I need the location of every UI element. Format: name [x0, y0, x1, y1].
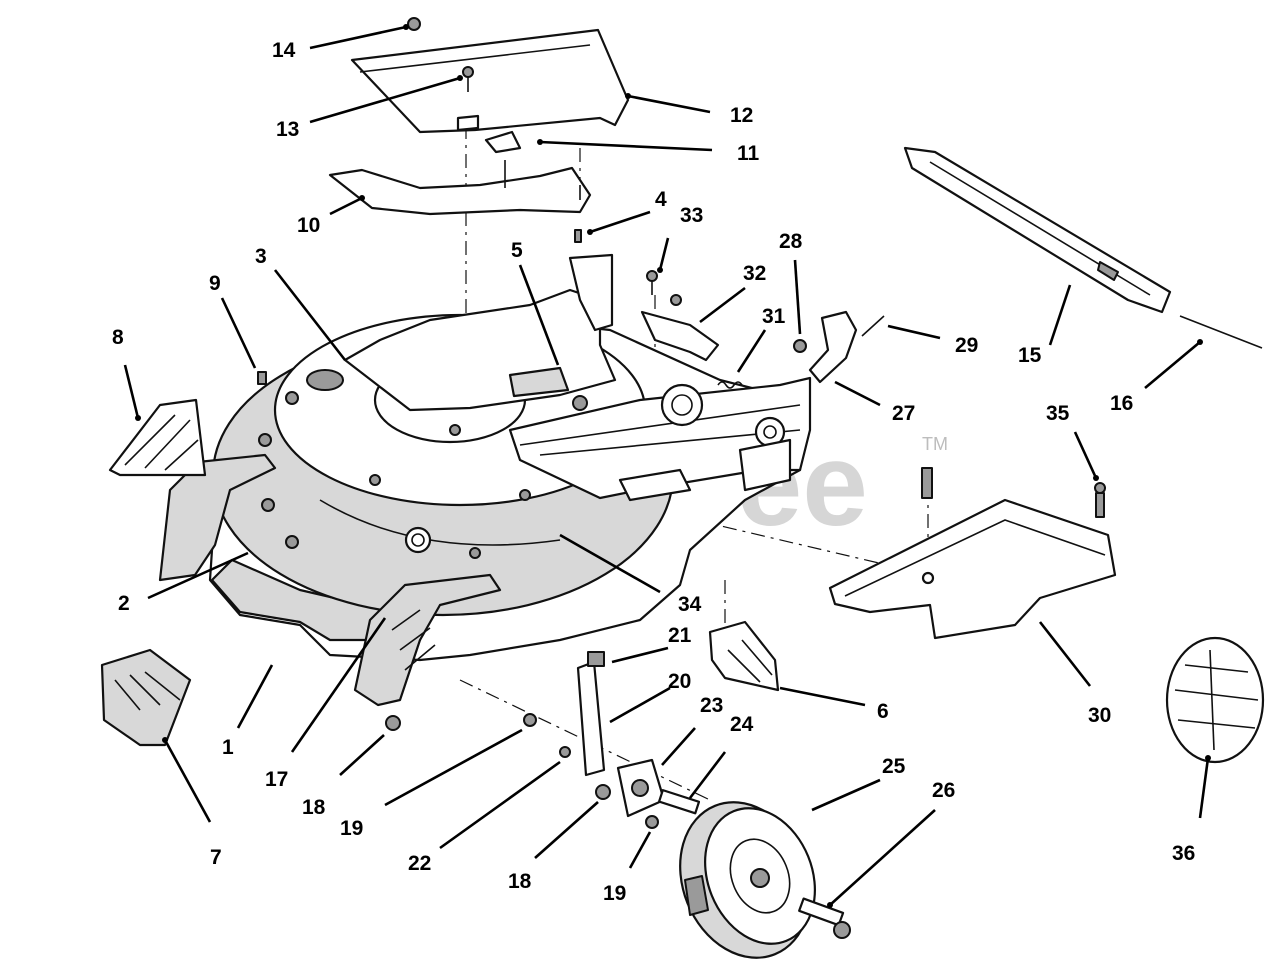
callout-33: 33: [680, 204, 703, 227]
callout-12: 12: [730, 104, 753, 127]
callout-14: 14: [272, 39, 296, 62]
callout-35: 35: [1046, 402, 1070, 425]
part-21-clip: [587, 651, 605, 667]
callout-9: 9: [209, 272, 221, 295]
callout-16: 16: [1110, 392, 1133, 415]
part-12-cover: [350, 28, 630, 134]
part-7-cover: [100, 648, 192, 747]
part-6-skid: [708, 620, 780, 692]
callout-34: 34: [678, 593, 702, 616]
callout-36: 36: [1172, 842, 1195, 865]
callout-4: 4: [655, 188, 667, 211]
callout-18-a: 18: [302, 796, 326, 819]
part-19-washer-b: [645, 815, 659, 829]
part-5-decal: [508, 366, 570, 398]
callout-18-b: 18: [508, 870, 532, 893]
drive-assembly: [508, 376, 812, 502]
part-28-bolt: [793, 339, 807, 353]
callout-7: 7: [210, 846, 222, 869]
part-13-screw: [462, 66, 474, 92]
part-32-bracket: [640, 310, 720, 362]
part-11-bracket: [484, 130, 522, 154]
part-15-rear-flap: [903, 146, 1172, 314]
callout-20: 20: [668, 670, 691, 693]
part-26-bolt: [798, 897, 851, 939]
part-27-bracket: [808, 310, 858, 384]
callout-25: 25: [882, 755, 906, 778]
callout-17: 17: [265, 768, 288, 791]
part-8-baffle: [108, 398, 207, 477]
callout-3: 3: [255, 245, 267, 268]
callout-23: 23: [700, 694, 723, 717]
part-17-front-bumper: [353, 573, 502, 707]
callout-13: 13: [276, 118, 299, 141]
callout-19-b: 19: [603, 882, 626, 905]
part-29-pin: [861, 315, 885, 337]
callout-2: 2: [118, 592, 130, 615]
part-19-washer-a: [523, 713, 537, 727]
part-18-nut-a: [385, 715, 401, 731]
part-33-bolt: [646, 270, 682, 306]
callout-31: 31: [762, 305, 786, 328]
part-36-hubcap: [1165, 636, 1265, 764]
callout-29: 29: [955, 334, 978, 357]
part-14-nut: [407, 17, 421, 31]
part-24-axle-bolt: [658, 789, 701, 815]
callout-26: 26: [932, 779, 955, 802]
callout-21: 21: [668, 624, 692, 647]
part-10-mount-plate: [328, 166, 592, 216]
callout-labels: 14 13 12 11 10 4 33 3 5 9 8 32 31 28 29 …: [112, 39, 1195, 905]
callout-24: 24: [730, 713, 754, 736]
part-18-nut-b: [595, 784, 611, 800]
callout-27: 27: [892, 402, 915, 425]
part-3-rear-housing: [343, 288, 617, 412]
part-31-spring: [717, 381, 743, 389]
callout-6: 6: [877, 700, 889, 723]
part-20-height-arm: [576, 660, 606, 777]
part-35-bolt: [1094, 482, 1106, 518]
leader-lines: [123, 25, 1210, 906]
arrowheads: [135, 24, 1211, 908]
callout-10: 10: [297, 214, 320, 237]
part-9-screw: [257, 371, 267, 385]
callout-1: 1: [222, 736, 234, 759]
callout-19-a: 19: [340, 817, 363, 840]
callout-30: 30: [1088, 704, 1111, 727]
callout-28: 28: [779, 230, 803, 253]
callout-22: 22: [408, 852, 431, 875]
part-30-rear-plate: [828, 498, 1117, 640]
part-4-screw: [574, 229, 582, 243]
callout-15: 15: [1018, 344, 1042, 367]
callout-5: 5: [511, 239, 523, 262]
part-22-bolt: [559, 746, 571, 758]
watermark-trademark: TM: [922, 434, 948, 454]
part-25-wheel: [679, 801, 816, 959]
part-2-side-bumper: [158, 453, 277, 582]
callout-32: 32: [743, 262, 766, 285]
callout-8: 8: [112, 326, 124, 349]
callout-11: 11: [737, 142, 760, 165]
part-16-rod: [1179, 315, 1263, 349]
